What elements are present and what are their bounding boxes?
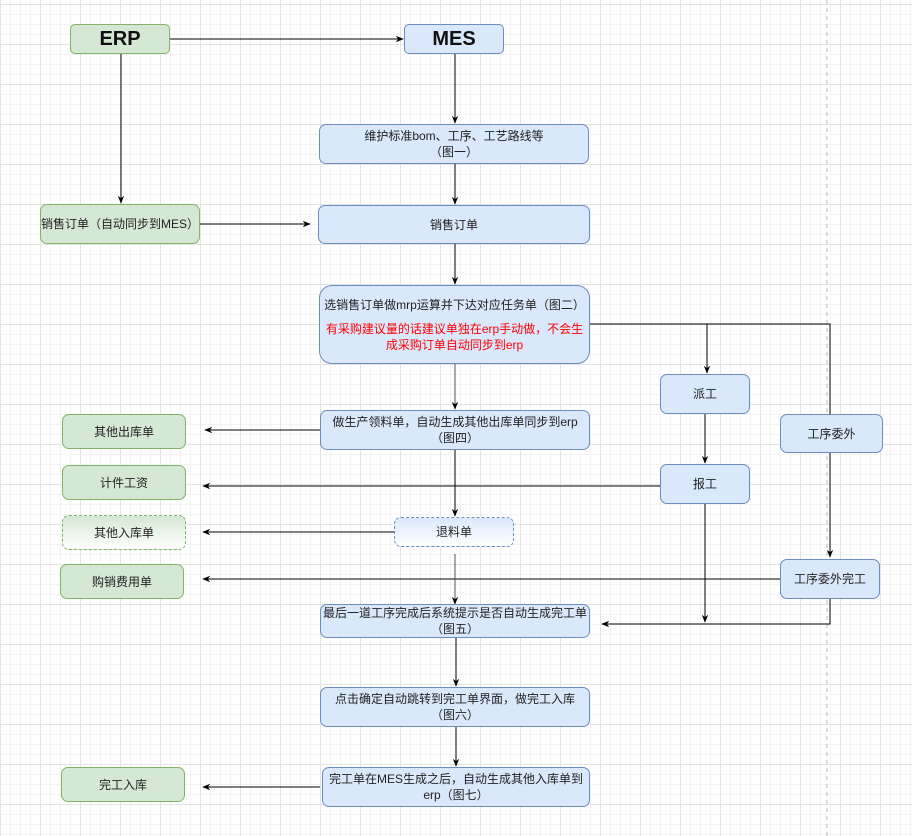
mrp-note-line2: 成采购订单自动同步到erp: [385, 337, 524, 352]
confirm-jump-node[interactable]: 点击确定自动跳转到完工单界面，做完工入库 （图六）: [320, 687, 590, 727]
finished-inbound-label: 完工入库: [98, 777, 147, 792]
report-work-node[interactable]: 报工: [660, 464, 750, 504]
material-return-label: 退料单: [435, 525, 472, 539]
completion-order-line1: 完工单在MES生成之后，自动生成其他入库单到: [328, 772, 583, 786]
mrp-note-line1: 有采购建议量的话建议单独在erp手动做，不会生: [325, 321, 584, 336]
erp-sales-order-label: 销售订单（自动同步到MES）: [41, 217, 200, 231]
erp-label: ERP: [99, 28, 141, 50]
other-outbound-node[interactable]: 其他出库单: [62, 414, 186, 449]
maintain-bom-line2: （图一）: [429, 145, 478, 159]
material-requisition-node[interactable]: 做生产领料单，自动生成其他出库单同步到erp （图四）: [320, 410, 590, 450]
mrp-node[interactable]: 选销售订单做mrp运算并下达对应任务单（图二） 有采购建议量的话建议单独在erp…: [319, 285, 590, 364]
material-requisition-line1: 做生产领料单，自动生成其他出库单同步到erp: [332, 415, 578, 429]
dispatch-label: 派工: [692, 387, 717, 401]
last-process-node[interactable]: 最后一道工序完成后系统提示是否自动生成完工单 （图五）: [320, 604, 590, 638]
purchase-expense-node[interactable]: 购销费用单: [60, 564, 184, 599]
finished-inbound-node[interactable]: 完工入库: [61, 767, 185, 802]
mes-node[interactable]: MES: [404, 24, 504, 54]
other-inbound-node[interactable]: 其他入库单: [62, 515, 186, 550]
outsource-node[interactable]: 工序委外: [780, 414, 883, 453]
material-return-node[interactable]: 退料单: [394, 517, 514, 547]
material-requisition-line2: （图四）: [430, 431, 479, 445]
outsource-complete-node[interactable]: 工序委外完工: [780, 559, 880, 599]
maintain-bom-line1: 维护标准bom、工序、工艺路线等: [364, 129, 544, 143]
last-process-line1: 最后一道工序完成后系统提示是否自动生成完工单: [322, 606, 587, 620]
dispatch-node[interactable]: 派工: [660, 374, 750, 414]
outsource-complete-label: 工序委外完工: [793, 572, 866, 586]
piece-wage-node[interactable]: 计件工资: [62, 465, 186, 500]
mes-sales-order-node[interactable]: 销售订单: [318, 205, 590, 244]
other-outbound-label: 其他出库单: [93, 424, 154, 439]
mrp-line1: 选销售订单做mrp运算并下达对应任务单（图二）: [324, 297, 585, 312]
piece-wage-label: 计件工资: [99, 475, 148, 490]
confirm-jump-line2: （图六）: [430, 708, 479, 722]
maintain-bom-node[interactable]: 维护标准bom、工序、工艺路线等 （图一）: [319, 124, 589, 164]
confirm-jump-line1: 点击确定自动跳转到完工单界面，做完工入库: [334, 692, 575, 706]
mes-sales-order-label: 销售订单: [429, 217, 478, 232]
completion-order-node[interactable]: 完工单在MES生成之后，自动生成其他入库单到 erp（图七）: [322, 767, 590, 807]
purchase-expense-label: 购销费用单: [91, 574, 152, 589]
report-work-label: 报工: [692, 477, 717, 491]
other-inbound-label: 其他入库单: [93, 525, 154, 540]
outsource-label: 工序委外: [807, 426, 856, 441]
completion-order-line2: erp（图七）: [423, 788, 489, 802]
last-process-line2: （图五）: [430, 622, 479, 636]
erp-node[interactable]: ERP: [70, 24, 170, 54]
mes-label: MES: [432, 28, 476, 50]
erp-sales-order-node[interactable]: 销售订单（自动同步到MES）: [40, 204, 200, 244]
edge-outsource-complete-to-last-process: [601, 599, 831, 628]
